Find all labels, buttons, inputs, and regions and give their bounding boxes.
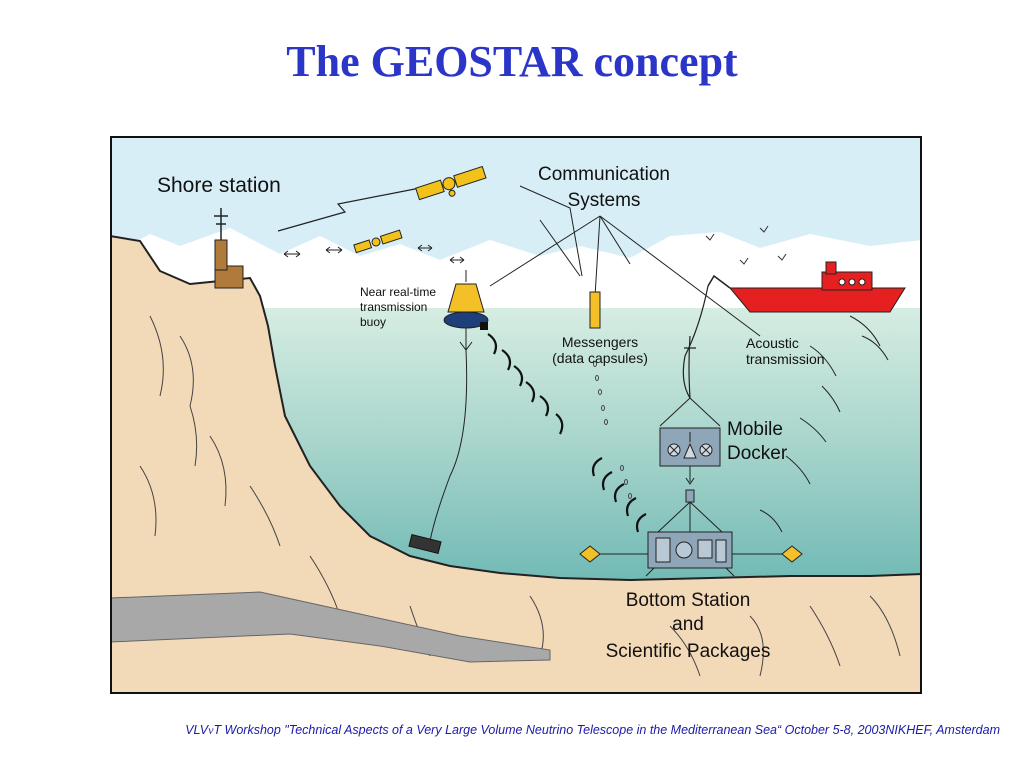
label-buoy-2: transmission xyxy=(360,300,427,314)
shore-station-building xyxy=(214,208,244,289)
label-buoy-3: buoy xyxy=(360,315,386,329)
label-docker: Docker xyxy=(727,443,788,464)
acoustic-waves-station xyxy=(591,457,647,533)
slide-title: The GEOSTAR concept xyxy=(286,37,738,86)
geostar-diagram: Shore station Communication Systems Near… xyxy=(110,136,922,694)
footer-nu: ν xyxy=(208,723,214,737)
rock-cracks xyxy=(139,315,901,677)
satellite-icon xyxy=(415,165,487,201)
label-buoy-1: Near real-time xyxy=(360,285,436,299)
mobile-docker xyxy=(659,427,721,485)
grey-strata xyxy=(110,591,551,663)
label-bottom-station: Bottom Station xyxy=(626,590,751,611)
docker-cable xyxy=(684,335,696,399)
messenger-capsule xyxy=(589,291,632,499)
label-mobile: Mobile xyxy=(727,419,783,440)
ship xyxy=(682,261,906,399)
acoustic-waves-buoy xyxy=(487,333,564,435)
transmission-buoy xyxy=(408,270,489,555)
label-systems: Systems xyxy=(568,190,641,211)
label-acoustic: Acoustic xyxy=(746,335,799,351)
label-scientific-packages: Scientific Packages xyxy=(606,641,771,662)
acoustic-waves-ship xyxy=(759,315,889,533)
birds xyxy=(705,225,787,265)
footer-text: T Workshop "Technical Aspects of a Very … xyxy=(213,723,1000,737)
link-arrows xyxy=(283,244,465,264)
footer: VLVνT Workshop "Technical Aspects of a V… xyxy=(0,723,1000,738)
communication-lines xyxy=(489,185,761,337)
footer-prefix: VLV xyxy=(185,723,209,737)
label-data-capsules: (data capsules) xyxy=(552,350,648,366)
label-transmission: transmission xyxy=(746,351,825,367)
label-shore-station: Shore station xyxy=(157,174,281,197)
satellite-icon xyxy=(353,229,403,254)
radio-link xyxy=(277,187,421,232)
label-and: and xyxy=(672,614,704,635)
frame xyxy=(110,136,922,694)
label-messengers: Messengers xyxy=(562,334,638,350)
bottom-station xyxy=(579,489,803,577)
label-communication: Communication xyxy=(538,164,670,185)
